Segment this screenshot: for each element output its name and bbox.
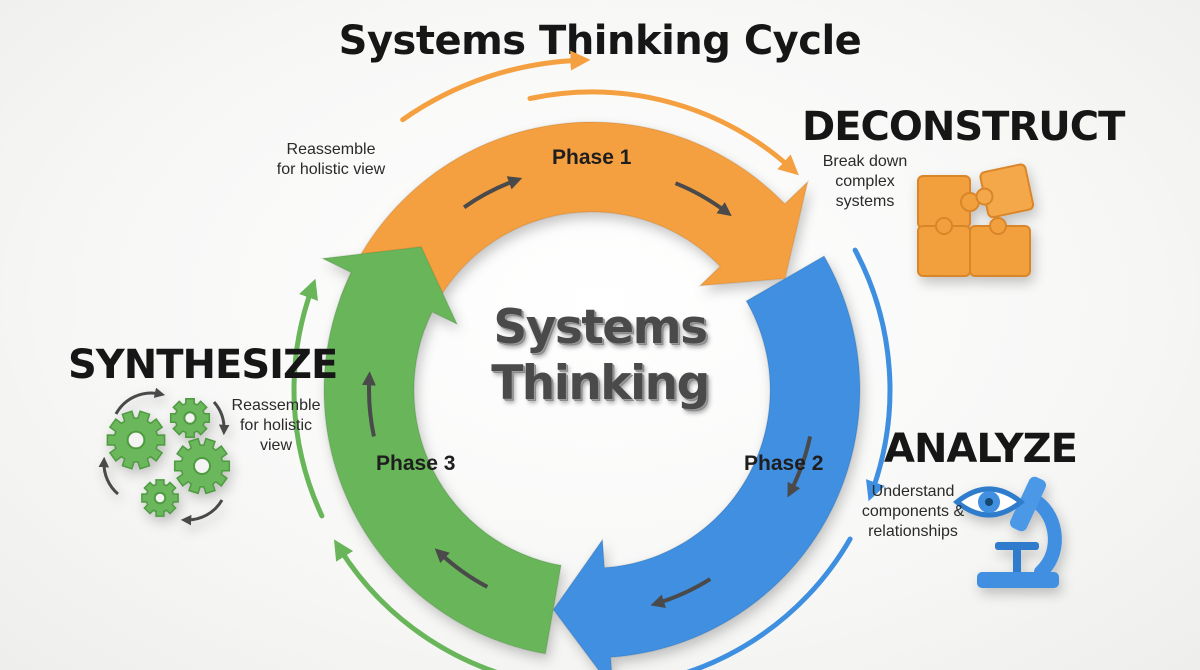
- gear-hole: [193, 457, 211, 475]
- flow-arrow: [527, 89, 799, 176]
- diagram-title: Systems Thinking Cycle: [338, 18, 862, 64]
- outer-flow-arrows: [291, 50, 893, 670]
- direction-arrow: [361, 371, 376, 437]
- phase-1-label: Phase 1: [552, 146, 632, 169]
- analyze-heading: ANALYZE: [884, 426, 1078, 472]
- center-label-line: Thinking: [491, 356, 710, 411]
- center-label: Systems Thinking: [470, 300, 730, 412]
- direction-arrow: [787, 435, 813, 498]
- direction-arrow: [462, 176, 523, 209]
- gear-hole: [153, 491, 167, 505]
- flow-arrow: [852, 247, 893, 502]
- deconstruct-description: Break down complex systems: [822, 153, 908, 210]
- phase-2-label: Phase 2: [744, 452, 824, 475]
- center-label-line: Systems: [493, 300, 708, 355]
- gear-hole: [183, 411, 197, 425]
- puzzle-icon: [917, 163, 1035, 277]
- flow-arrow: [686, 536, 853, 670]
- phase-3-label: Phase 3: [376, 452, 456, 475]
- analyze-description: Understand components & relationships: [861, 483, 965, 540]
- deconstruct-heading: DECONSTRUCT: [802, 104, 1125, 150]
- microscope-eye-icon: [953, 476, 1062, 588]
- gears-icon: [98, 387, 231, 526]
- phase-3-segment: [319, 245, 562, 655]
- gear-hole: [126, 430, 146, 450]
- ring-direction-arrows: [361, 176, 813, 608]
- direction-arrow: [650, 577, 712, 608]
- direction-arrow: [674, 181, 732, 217]
- top-left-note: Reassemble for holistic view: [276, 141, 386, 178]
- flow-arrow: [333, 539, 498, 670]
- phase-2-segment: [552, 254, 861, 670]
- phase-1-segment: [339, 121, 810, 331]
- flow-arrow: [291, 278, 325, 519]
- synthesize-description: Reassemble for holistic view: [231, 397, 321, 454]
- cycle-ring: [319, 121, 861, 670]
- synthesize-heading: SYNTHESIZE: [68, 342, 338, 388]
- direction-arrow: [434, 548, 489, 589]
- flow-arrow: [400, 50, 591, 123]
